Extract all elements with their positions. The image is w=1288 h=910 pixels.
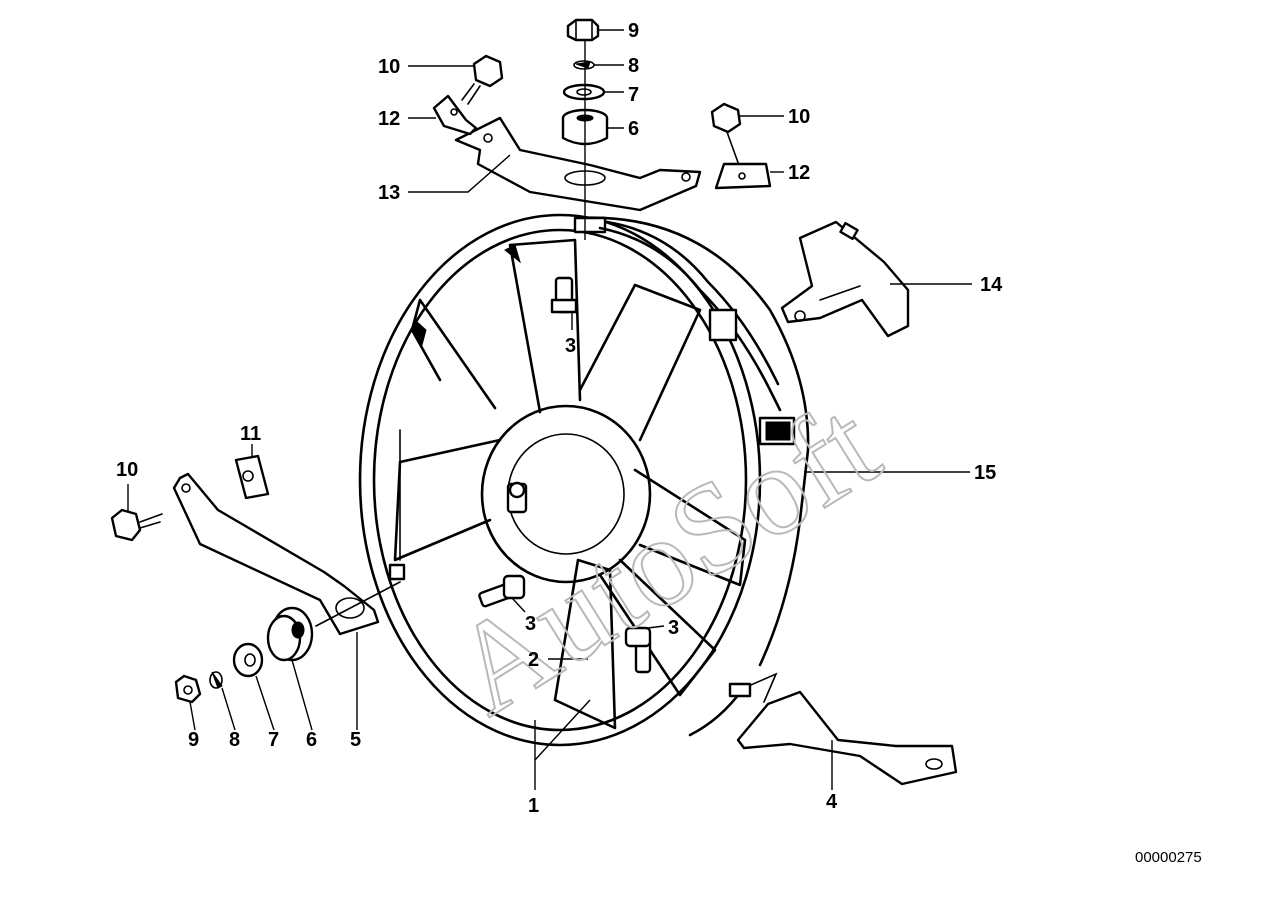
callout-fan-housing: 1: [528, 795, 539, 817]
clip-top-left-drawing: [432, 94, 478, 136]
bolt-top-left-drawing: [461, 54, 504, 105]
washer-left-drawing: [232, 642, 264, 678]
callout-connector: 14: [980, 274, 1003, 296]
callout-washer-left: 7: [268, 729, 279, 751]
clip-top-right-drawing: [714, 162, 772, 190]
screw-top-drawing: [550, 276, 578, 314]
callout-screw-middle: 3: [525, 613, 536, 635]
fan-blade-drawing: [393, 238, 747, 730]
screw-middle-drawing: [478, 574, 526, 608]
callout-grommet-top: 6: [628, 118, 639, 140]
callout-labels: 9 8 7 6 10 12 13 10 12 14 15 3 3 3 2 1 4…: [116, 20, 1003, 817]
callout-clip-nut: 11: [240, 423, 261, 445]
fan-motor-drawing: [480, 404, 652, 584]
nut-left-drawing: [174, 674, 202, 704]
fan-housing-drawing: [358, 213, 810, 747]
callout-bracket-bottom: 4: [826, 791, 838, 813]
callout-cable-harness: 15: [974, 462, 996, 484]
spring-washer-left-drawing: [209, 671, 223, 689]
callout-clip-top-right: 12: [788, 162, 810, 184]
callout-grommet-left: 6: [306, 729, 317, 751]
callout-clip-top-left: 12: [378, 108, 400, 130]
callout-screw-top: 3: [565, 335, 576, 357]
callout-spring-washer-left: 8: [229, 729, 240, 751]
washer-top-drawing: [562, 83, 606, 101]
diagram-code: 00000275: [1135, 849, 1202, 866]
callout-washer-top: 7: [628, 84, 639, 106]
bracket-bottom-drawing: [728, 672, 958, 786]
callout-screw-right: 3: [668, 617, 679, 639]
screw-right-drawing: [624, 626, 652, 674]
cable-harness-drawing: [598, 220, 796, 446]
callout-spring-washer-top: 8: [628, 55, 639, 77]
spring-washer-top-drawing: [573, 60, 595, 70]
grommet-left-drawing: [266, 606, 314, 662]
callout-bolt-top-left: 10: [378, 56, 400, 78]
nut-top-drawing: [566, 18, 600, 42]
callout-bolt-left: 10: [116, 459, 138, 481]
bolt-top-right-drawing: [710, 102, 742, 169]
bracket-left-drawing: [172, 472, 380, 636]
callout-bracket-left: 5: [350, 729, 361, 751]
leader-lines: [127, 29, 972, 790]
bolt-left-drawing: [110, 508, 163, 542]
screw-drawings: [478, 276, 652, 674]
connector-drawing: [780, 220, 910, 338]
callout-bolt-top-right: 10: [788, 106, 810, 128]
callout-fan-blade: 2: [528, 649, 539, 671]
callout-nut-left: 9: [188, 729, 199, 751]
clip-nut-drawing: [234, 454, 270, 500]
callout-bracket-top: 13: [378, 182, 400, 204]
callout-nut-top: 9: [628, 20, 639, 42]
